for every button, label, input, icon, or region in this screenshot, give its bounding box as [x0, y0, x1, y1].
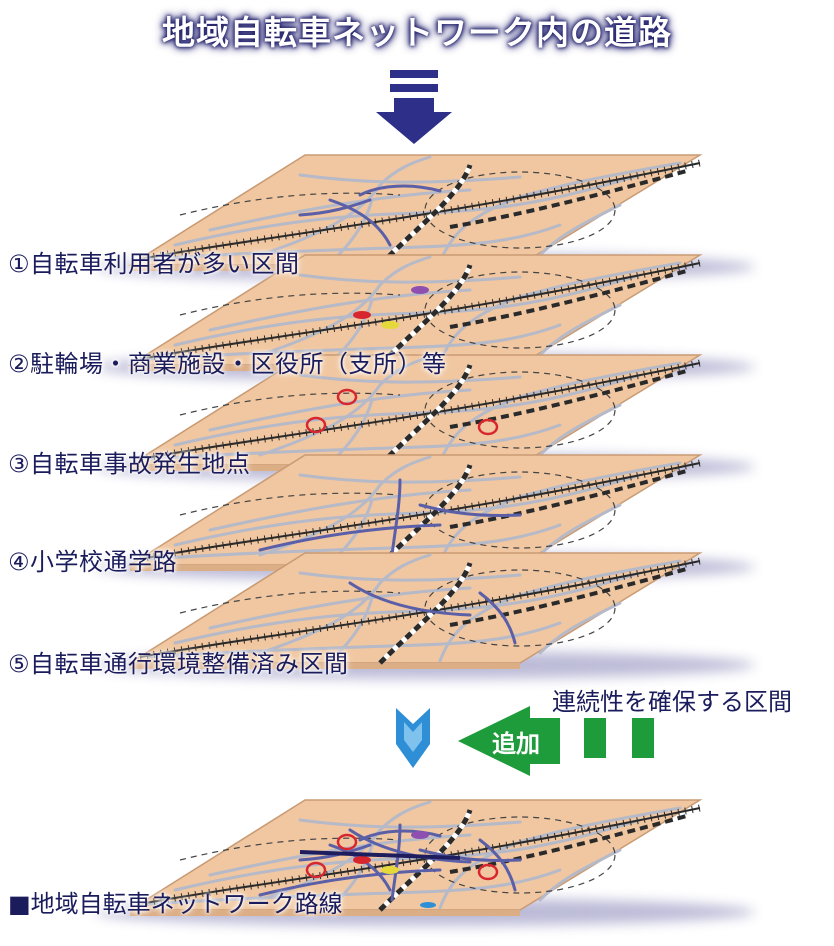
layer-label-school: ④小学校通学路 — [8, 548, 178, 576]
continuity-legend-bars — [584, 718, 654, 758]
chevron-down-icon — [396, 708, 430, 768]
layer-label-maintained: ⑤自転車通行環境整備済み区間 — [8, 650, 349, 678]
page-title: 地域自転車ネットワーク内の道路 — [162, 13, 672, 52]
layer-label-usage: ①自転車利用者が多い区間 — [8, 250, 300, 278]
layer-label-accidents: ③自転車事故発生地点 — [8, 450, 251, 478]
continuity-label: 連続性を確保する区間 — [552, 688, 792, 716]
layer-label-facilities: ②駐輪場・商業施設・区役所（支所）等 — [8, 350, 447, 378]
map-layer-school — [95, 454, 755, 581]
add-arrow-icon — [458, 706, 560, 776]
down-arrow-icon — [376, 70, 452, 144]
map-layer-result — [95, 799, 755, 926]
add-label: 追加 — [492, 730, 540, 758]
map-layer-maintained — [95, 552, 755, 679]
map-layers — [95, 154, 755, 926]
result-label: ■地域自転車ネットワーク路線 — [8, 890, 343, 918]
